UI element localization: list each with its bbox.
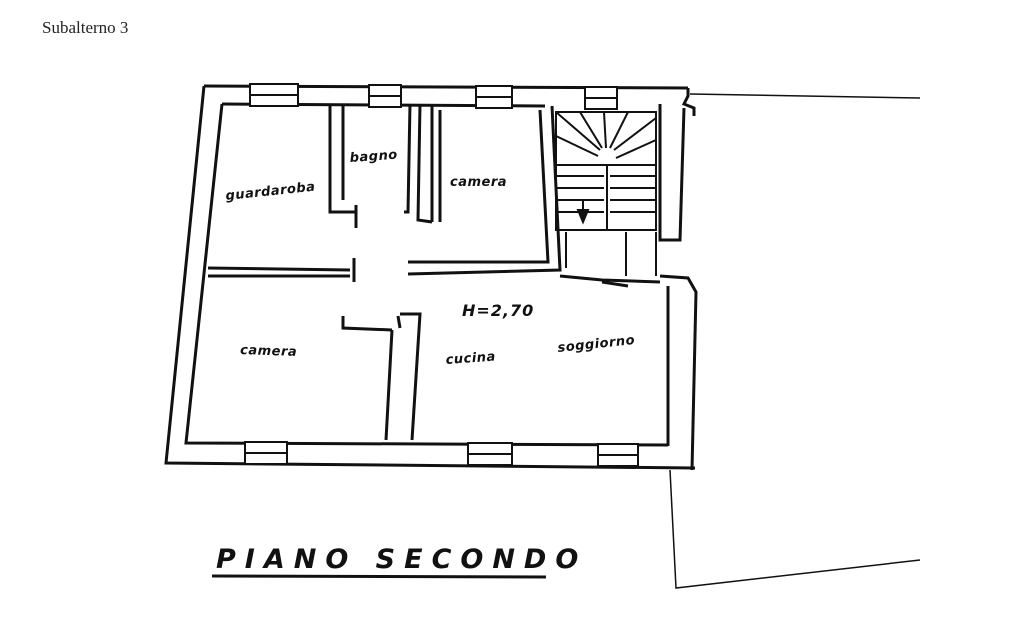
staircase	[555, 111, 657, 276]
document-header: Subalterno 3	[42, 18, 129, 37]
room-label-camera-bottom: camera	[240, 343, 298, 360]
room-label-guardaroba: guardaroba	[225, 180, 316, 204]
room-label-soggiorno: soggiorno	[557, 333, 636, 356]
plan-title-underline	[211, 574, 547, 579]
room-label-camera-top: camera	[450, 175, 507, 190]
room-label-cucina: cucina	[445, 350, 496, 368]
property-boundary	[669, 93, 921, 589]
windows	[244, 83, 639, 467]
room-label-bagno: bagno	[349, 148, 398, 166]
interior-walls	[207, 88, 698, 471]
plan-title: PIANO SECONDO	[216, 544, 587, 575]
ceiling-height-label: H=2,70	[462, 301, 534, 320]
